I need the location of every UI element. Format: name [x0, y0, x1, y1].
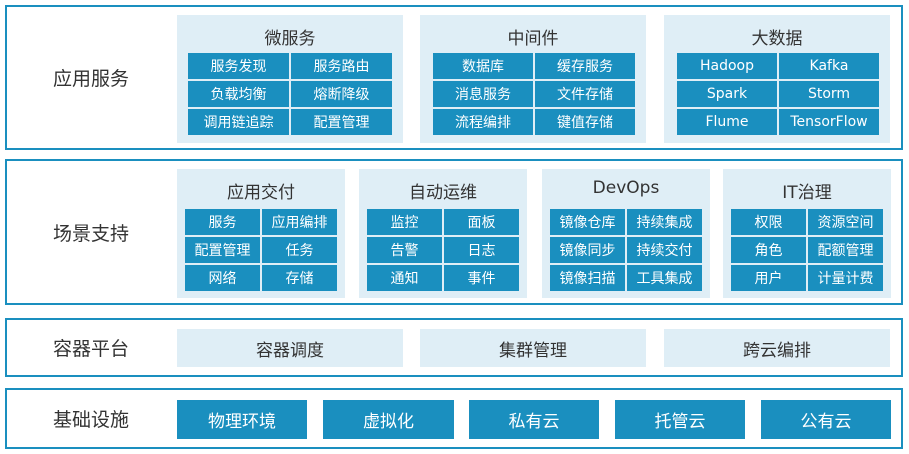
cell: 镜像同步 — [550, 237, 625, 263]
cell: 任务 — [262, 237, 337, 263]
cell: 镜像扫描 — [550, 265, 625, 291]
layer-label: 基础设施 — [52, 409, 129, 431]
group-title: 中间件 — [507, 29, 559, 49]
layer-app-services: 应用服务 微服务 服务发现 服务路由 负载均衡 熔断降级 调用链追踪 配置管理 … — [5, 5, 903, 150]
layer-container-platform: 容器平台 容器调度 集群管理 跨云编排 — [5, 318, 903, 377]
cell: 权限 — [731, 209, 806, 235]
layer-label: 应用服务 — [52, 68, 129, 90]
cell: 服务路由 — [291, 53, 392, 79]
group-microservices: 微服务 服务发现 服务路由 负载均衡 熔断降级 调用链追踪 配置管理 — [177, 15, 403, 143]
group-devops: DevOps 镜像仓库 持续集成 镜像同步 持续交付 镜像扫描 工具集成 — [542, 169, 710, 298]
cell: Kafka — [779, 53, 879, 79]
infra-item: 物理环境 — [177, 400, 307, 439]
layer-label: 场景支持 — [52, 222, 129, 245]
group-grid: 权限 资源空间 角色 配额管理 用户 计量计费 — [731, 209, 883, 291]
cell: 键值存储 — [535, 109, 635, 135]
group-title: 微服务 — [264, 29, 316, 49]
cell: 监控 — [367, 209, 442, 235]
group-grid: 服务 应用编排 配置管理 任务 网络 存储 — [185, 209, 337, 291]
group-middleware: 中间件 数据库 缓存服务 消息服务 文件存储 流程编排 键值存储 — [420, 15, 646, 143]
cell: 计量计费 — [808, 265, 883, 291]
group-title: IT治理 — [782, 183, 832, 203]
cell: 工具集成 — [627, 265, 702, 291]
cell: 调用链追踪 — [188, 109, 289, 135]
cell: 角色 — [731, 237, 806, 263]
infra-item: 虚拟化 — [323, 400, 454, 439]
cell: TensorFlow — [779, 109, 879, 135]
cell: 面板 — [444, 209, 519, 235]
cell: Storm — [779, 81, 879, 107]
container-item: 集群管理 — [420, 329, 646, 367]
cell: Spark — [677, 81, 777, 107]
container-item: 容器调度 — [177, 329, 403, 367]
group-grid: 数据库 缓存服务 消息服务 文件存储 流程编排 键值存储 — [433, 53, 635, 135]
cell: 配额管理 — [808, 237, 883, 263]
infra-item: 私有云 — [469, 400, 599, 439]
infra-item: 公有云 — [761, 400, 891, 439]
cell: 持续集成 — [627, 209, 702, 235]
cell: 熔断降级 — [291, 81, 392, 107]
layer-infrastructure: 基础设施 物理环境 虚拟化 私有云 托管云 公有云 — [5, 388, 903, 449]
cell: 用户 — [731, 265, 806, 291]
cell: 数据库 — [433, 53, 533, 79]
cell: 网络 — [185, 265, 260, 291]
cell: 负载均衡 — [188, 81, 289, 107]
group-grid: Hadoop Kafka Spark Storm Flume TensorFlo… — [677, 53, 879, 135]
infra-item: 托管云 — [615, 400, 745, 439]
container-item: 跨云编排 — [664, 329, 890, 367]
cell: 消息服务 — [433, 81, 533, 107]
cell: 文件存储 — [535, 81, 635, 107]
group-title: 应用交付 — [227, 183, 295, 203]
cell: 缓存服务 — [535, 53, 635, 79]
cell: Hadoop — [677, 53, 777, 79]
cell: 通知 — [367, 265, 442, 291]
cell: 存储 — [262, 265, 337, 291]
group-grid: 监控 面板 告警 日志 通知 事件 — [367, 209, 519, 291]
group-auto-ops: 自动运维 监控 面板 告警 日志 通知 事件 — [359, 169, 527, 298]
cell: Flume — [677, 109, 777, 135]
cell: 镜像仓库 — [550, 209, 625, 235]
cell: 日志 — [444, 237, 519, 263]
cell: 告警 — [367, 237, 442, 263]
group-bigdata: 大数据 Hadoop Kafka Spark Storm Flume Tenso… — [664, 15, 890, 143]
cell: 资源空间 — [808, 209, 883, 235]
group-title: 大数据 — [751, 29, 803, 49]
cell: 持续交付 — [627, 237, 702, 263]
group-title: 自动运维 — [409, 183, 477, 203]
group-title: DevOps — [592, 178, 660, 198]
group-app-delivery: 应用交付 服务 应用编排 配置管理 任务 网络 存储 — [177, 169, 345, 298]
layer-scenario-support: 场景支持 应用交付 服务 应用编排 配置管理 任务 网络 存储 自动运维 监控 … — [5, 159, 903, 305]
cell: 服务发现 — [188, 53, 289, 79]
group-it-governance: IT治理 权限 资源空间 角色 配额管理 用户 计量计费 — [723, 169, 891, 298]
cell: 配置管理 — [291, 109, 392, 135]
cell: 应用编排 — [262, 209, 337, 235]
cell: 配置管理 — [185, 237, 260, 263]
cell: 服务 — [185, 209, 260, 235]
cell: 事件 — [444, 265, 519, 291]
group-grid: 服务发现 服务路由 负载均衡 熔断降级 调用链追踪 配置管理 — [188, 53, 392, 135]
layer-label: 容器平台 — [52, 338, 129, 360]
cell: 流程编排 — [433, 109, 533, 135]
group-grid: 镜像仓库 持续集成 镜像同步 持续交付 镜像扫描 工具集成 — [550, 209, 702, 291]
